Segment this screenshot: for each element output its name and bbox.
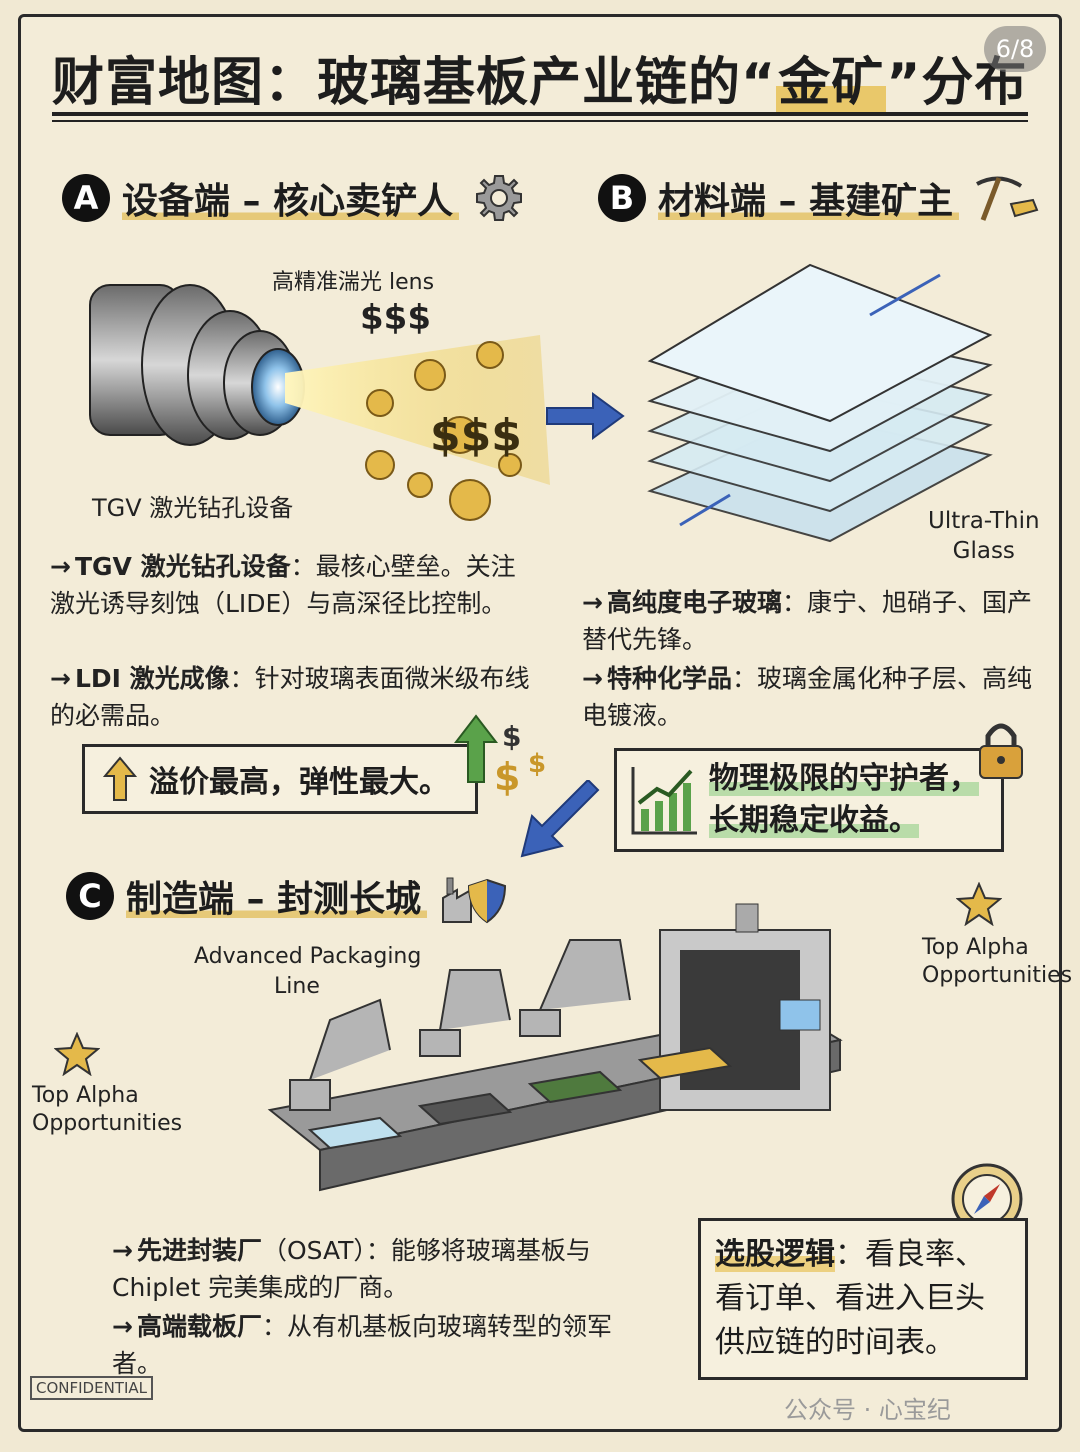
laser-drill-illustration xyxy=(89,284,550,521)
coins xyxy=(365,341,522,521)
section-a-letter: A xyxy=(62,174,110,222)
star-icon xyxy=(956,882,1002,926)
chips xyxy=(307,1046,733,1150)
star-icon-left xyxy=(54,1032,100,1076)
pickaxe-gold-icon xyxy=(976,176,1039,221)
svg-text:$: $ xyxy=(528,749,546,779)
laser-lens xyxy=(89,284,305,446)
factory-shield-icon xyxy=(442,877,507,924)
section-b-bullet-2: →特种化学品：玻璃金属化种子层、高纯电镀液。 xyxy=(582,664,1032,730)
device-label: TGV 激光钻孔设备 xyxy=(92,494,294,522)
section-c-header: C 制造端 – 封测长城 xyxy=(66,868,509,924)
lock-icon xyxy=(979,723,1023,779)
machine-enclosure xyxy=(659,903,831,1111)
section-b-heading: 材料端 – 基建矿主 xyxy=(658,172,960,224)
section-c-bullet-1: →先进封装厂（OSAT）：能够将玻璃基板与 Chiplet 完美集成的厂商。 xyxy=(112,1236,591,1302)
arrow-up-icon xyxy=(103,756,137,801)
section-a-highlight-box: 溢价最高，弹性最大。 xyxy=(82,744,478,814)
section-c-letter: C xyxy=(66,872,114,920)
section-a-header: A 设备端 – 核心卖铲人 xyxy=(62,170,527,226)
section-a-bullet-2: →LDI 激光成像：针对玻璃表面微米级布线的必需品。 xyxy=(50,664,530,730)
page-title: 财富地图：玻璃基板产业链的“金矿”分布 xyxy=(52,53,1028,113)
chart-up-icon xyxy=(631,767,697,835)
gear-icon xyxy=(476,175,523,221)
svg-text:$: $ xyxy=(502,720,521,753)
section-c-heading: 制造端 – 封测长城 xyxy=(126,870,428,922)
title-divider-thin xyxy=(52,120,1028,122)
glass-stack-illustration xyxy=(647,263,993,543)
watermark: 公众号 · 心宝纪 xyxy=(784,1396,951,1424)
section-a-bullet-1: →TGV 激光钻孔设备：最核心壁垒。关注激光诱导刻蚀（LIDE）与高深径比控制。 xyxy=(50,552,516,618)
section-b-bullet-1: →高纯度电子玻璃：康宁、旭硝子、国产替代先锋。 xyxy=(582,588,1032,654)
title-highlight: 金矿 xyxy=(776,53,887,113)
section-b-highlight-text: 物理极限的守护者，长期稳定收益。 xyxy=(709,761,979,838)
section-b-header: B 材料端 – 基建矿主 xyxy=(598,170,1041,226)
poster-frame xyxy=(18,14,1062,1432)
svg-text:$: $ xyxy=(494,755,520,799)
packaging-line-illustration xyxy=(267,903,843,1192)
section-a-heading: 设备端 – 核心卖铲人 xyxy=(122,172,460,224)
robot-arms xyxy=(289,939,631,1111)
section-b-letter: B xyxy=(598,174,646,222)
arrow-right-icon xyxy=(546,392,625,440)
money-symbols-mid: $$$ xyxy=(430,410,522,461)
page-indicator[interactable]: 6/8 xyxy=(984,26,1046,72)
lens-label: 高精准湍光 lens xyxy=(272,270,435,295)
laser-beam xyxy=(285,335,550,485)
money-symbols-top: $$$ xyxy=(360,298,431,338)
title-divider xyxy=(52,112,1028,116)
growth-arrow-icon: $ $ $ xyxy=(454,714,546,799)
stock-logic-box: 选股逻辑：看良率、看订单、看进入巨头供应链的时间表。 xyxy=(698,1218,1028,1380)
arrow-down-left-icon xyxy=(520,780,600,858)
confidential-stamp: CONFIDENTIAL xyxy=(30,1376,154,1400)
section-c-bullet-2: →高端载板厂：从有机基板向玻璃转型的领军者。 xyxy=(112,1312,612,1378)
section-b-highlight-box: 物理极限的守护者，长期稳定收益。 xyxy=(614,748,1004,852)
